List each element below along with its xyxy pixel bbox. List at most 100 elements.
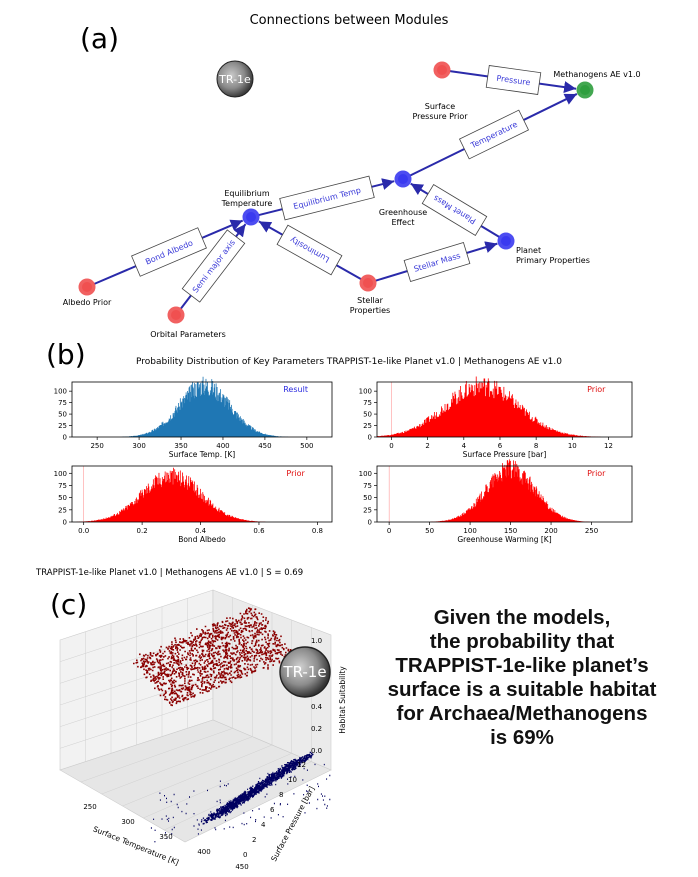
histogram-bars: [377, 376, 601, 437]
z-axis-label: Habitat Suitability: [338, 666, 347, 734]
x-tick-label: 0.2: [137, 527, 148, 535]
planet-badge-icon: TR-1e: [216, 60, 254, 98]
y-tick-label: 25: [363, 506, 372, 514]
y-tick-label: 0: [368, 434, 372, 442]
scatter-panes: [59, 589, 332, 843]
x-tick-label: 200: [544, 527, 557, 535]
x-tick-label: 6: [498, 442, 503, 450]
histogram-frame: [71, 381, 333, 438]
y-tick-label: 0: [243, 851, 247, 859]
x-tick-label: 8: [534, 442, 538, 450]
x-tick-label: 4: [462, 442, 467, 450]
y-tick-label: 100: [359, 388, 372, 396]
x-tick-label: 12: [604, 442, 613, 450]
x-tick-label: 2: [425, 442, 429, 450]
y-tick-label: 50: [363, 494, 372, 502]
edge-label-box: Stellar Mass: [403, 241, 471, 283]
x-tick-label: 350: [174, 442, 187, 450]
panel-a-letter: (a): [80, 22, 120, 55]
x-tick-label: 300: [121, 818, 134, 826]
x-tick-label: 400: [216, 442, 229, 450]
graph-nodes: [78, 61, 594, 324]
conclusion-line: TRAPPIST-1e-like planet’s: [395, 654, 649, 677]
x-tick-label: 450: [258, 442, 271, 450]
planet-badge-text: TR-1e: [218, 73, 251, 86]
x-tick-label: 0.4: [195, 527, 207, 535]
panel-c-letter: (c): [50, 588, 88, 621]
scatter-title: TRAPPIST-1e-like Planet v1.0 | Methanoge…: [36, 568, 304, 578]
histogram-bars: [76, 467, 267, 522]
scatter-points-suitable: [133, 607, 294, 707]
histogram-frame: [376, 381, 633, 438]
conclusion-line: Given the models,: [433, 606, 611, 629]
x-tick-label: 500: [300, 442, 313, 450]
y-tick-label: 75: [58, 399, 67, 407]
planet-badge-icon: TR-1e: [279, 646, 331, 698]
y-tick-label: 4: [261, 821, 266, 829]
x-tick-label: 0.8: [312, 527, 323, 535]
scatter-3d-plot: 2503003504004500246810120.00.20.40.60.81…: [59, 589, 347, 871]
x-tick-label: 350: [159, 833, 172, 841]
z-tick-label: 1.0: [311, 637, 322, 645]
y-tick-label: 0: [63, 519, 67, 527]
x-tick-label: 100: [463, 527, 476, 535]
planet-badge-text: TR-1e: [282, 663, 326, 681]
graph-title: Connections between Modules: [249, 13, 449, 28]
x-tick-label: 10: [568, 442, 577, 450]
z-tick-label: 0.4: [311, 703, 323, 711]
y-tick-label: 75: [363, 399, 372, 407]
x-tick-label: 400: [197, 848, 210, 856]
y-tick-label: 2: [252, 836, 256, 844]
y-tick-label: 75: [58, 482, 67, 490]
x-tick-label: 0: [387, 527, 391, 535]
x-axis-label: Surface Temp. [K]: [169, 450, 236, 459]
histogram-bars: [121, 376, 289, 437]
x-tick-label: 150: [504, 527, 517, 535]
histogram-bars: [430, 459, 591, 522]
x-tick-label: 0.0: [78, 527, 89, 535]
y-tick-label: 0: [63, 434, 67, 442]
histogram-tag: Result: [283, 385, 308, 394]
x-tick-label: 300: [132, 442, 145, 450]
y-tick-label: 75: [363, 482, 372, 490]
x-tick-label: 50: [425, 527, 434, 535]
y-tick-label: 0: [368, 519, 372, 527]
x-tick-label: 250: [585, 527, 598, 535]
node-label-albedo: Albedo Prior: [62, 298, 112, 307]
conclusion-line: the probability that: [429, 630, 615, 653]
panel-b-letter: (b): [46, 338, 86, 371]
scatter-points-unsuitable: [150, 751, 331, 843]
x-tick-label: 250: [90, 442, 103, 450]
x-tick-label: 250: [83, 803, 96, 811]
x-axis-label: Bond Albedo: [178, 535, 226, 544]
histogram-tag: Prior: [587, 469, 606, 478]
x-tick-label: 0: [389, 442, 393, 450]
y-tick-label: 25: [363, 422, 372, 430]
edge-label-box: Luminosity: [276, 224, 343, 276]
y-tick-label: 100: [54, 470, 67, 478]
x-axis-label: Surface Pressure [bar]: [463, 450, 547, 459]
y-tick-label: 25: [58, 422, 67, 430]
y-tick-label: 100: [359, 470, 372, 478]
conclusion-line: for Archaea/Methanogens: [396, 702, 648, 725]
y-tick-label: 25: [58, 506, 67, 514]
edge-label-box: Bond Albedo: [131, 227, 207, 277]
y-tick-label: 50: [58, 494, 67, 502]
node-label-methanogens: Methanogens AE v1.0: [553, 70, 641, 79]
node-label-orbital: Orbital Parameters: [150, 330, 226, 339]
x-axis-label: Greenhouse Warming [K]: [457, 535, 551, 544]
y-tick-label: 100: [54, 388, 67, 396]
x-tick-label: 450: [235, 863, 248, 871]
histogram-tag: Prior: [587, 385, 606, 394]
histogram-frame: [376, 465, 633, 523]
